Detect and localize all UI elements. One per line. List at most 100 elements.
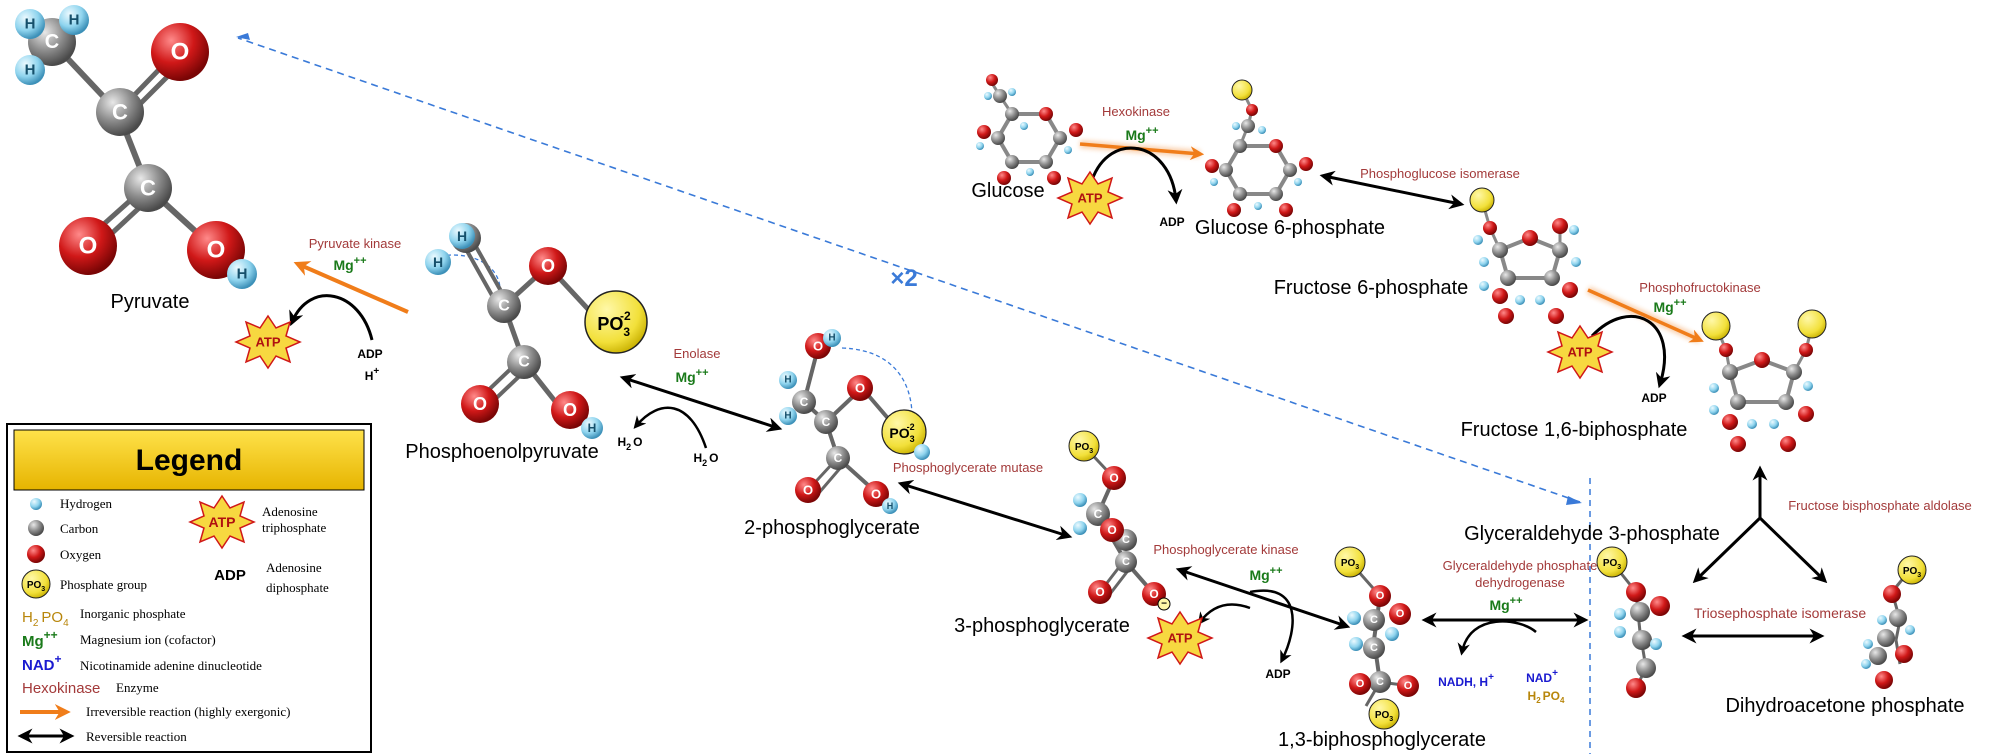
svg-text:PO3: PO3 bbox=[1603, 558, 1621, 571]
enzyme-phosphoglucose-isomerase: Phosphoglucose isomerase bbox=[1360, 166, 1520, 181]
adp-label: ADP bbox=[1641, 391, 1666, 405]
pg3-molecule: PO3 O C C O C O O − bbox=[1068, 430, 1171, 611]
g6p-molecule bbox=[1205, 79, 1313, 217]
enzyme-hexokinase: Hexokinase bbox=[1102, 104, 1170, 119]
svg-text:C: C bbox=[498, 298, 510, 315]
svg-text:C: C bbox=[1370, 642, 1378, 654]
svg-text:H: H bbox=[25, 62, 36, 79]
label-3-phosphoglycerate: 3-phosphoglycerate bbox=[954, 615, 1130, 637]
reaction-phosphoglycerate-mutase: Phosphoglycerate mutase bbox=[893, 460, 1073, 541]
svg-text:O: O bbox=[813, 339, 823, 354]
svg-text:ATP: ATP bbox=[1567, 345, 1592, 360]
label-dihydroxyacetone-phosphate: Dihydroacetone phosphate bbox=[1725, 695, 1964, 717]
atp-burst-pk: ATP bbox=[234, 314, 302, 370]
svg-text:O: O bbox=[1107, 523, 1116, 537]
svg-text:O: O bbox=[541, 256, 555, 276]
legend-title: Legend bbox=[136, 444, 243, 477]
svg-text:O: O bbox=[1109, 471, 1118, 485]
svg-text:O: O bbox=[855, 381, 865, 396]
reaction-phosphofructokinase: Phosphofructokinase Mg++ ADP bbox=[1586, 280, 1761, 405]
nad-label: NAD+ bbox=[1526, 668, 1558, 685]
reaction-pyruvate-kinase: Pyruvate kinase Mg++ ADP H+ bbox=[289, 236, 409, 383]
svg-text:O: O bbox=[171, 39, 190, 66]
label-fructose-6-phosphate: Fructose 6-phosphate bbox=[1274, 277, 1469, 299]
svg-text:O: O bbox=[803, 483, 813, 498]
svg-text:H: H bbox=[784, 411, 791, 422]
legend-mg-symbol: Mg++ bbox=[22, 628, 58, 650]
legend: Legend Hydrogen Carbon Oxygen PO3 Phosph… bbox=[6, 423, 372, 753]
svg-text:O: O bbox=[1376, 590, 1385, 602]
svg-text:H: H bbox=[887, 501, 894, 511]
legend-phosphate: Phosphate group bbox=[60, 577, 147, 592]
legend-inorganic-phosphate: Inorganic phosphate bbox=[80, 606, 186, 621]
reaction-tpi: Triosephosphate isomerase bbox=[1681, 605, 1866, 644]
label-1-3-biphosphoglycerate: 1,3-biphosphoglycerate bbox=[1278, 729, 1486, 751]
svg-text:ATP: ATP bbox=[209, 514, 236, 530]
svg-text:C: C bbox=[834, 451, 843, 465]
enzyme-gapdh-line1: Glyceraldehyde phosphate bbox=[1443, 558, 1598, 573]
atp-burst-pgk: ATP bbox=[1146, 610, 1214, 666]
legend-magnesium: Magnesium ion (cofactor) bbox=[80, 632, 216, 647]
mg-label: Mg++ bbox=[1653, 297, 1686, 315]
label-2-phosphoglycerate: 2-phosphoglycerate bbox=[744, 517, 920, 539]
enzyme-phosphoglycerate-mutase: Phosphoglycerate mutase bbox=[893, 460, 1043, 475]
legend-adp-symbol: ADP bbox=[214, 567, 246, 584]
svg-text:O: O bbox=[563, 400, 577, 420]
label-glucose: Glucose bbox=[971, 180, 1044, 202]
enzyme-gapdh-line2: dehydrogenase bbox=[1475, 575, 1565, 590]
svg-text:O: O bbox=[1356, 678, 1365, 690]
label-phosphoenolpyruvate: Phosphoenolpyruvate bbox=[405, 441, 598, 463]
h-plus-label: H+ bbox=[365, 366, 380, 383]
legend-oxygen: Oxygen bbox=[60, 547, 102, 562]
adp-label: ADP bbox=[357, 347, 382, 361]
glucose-molecule bbox=[976, 74, 1083, 185]
g3p-molecule: PO3 bbox=[1596, 546, 1670, 698]
legend-nad-symbol: NAD+ bbox=[22, 652, 62, 674]
svg-text:C: C bbox=[800, 395, 809, 409]
legend-enzyme: Enzyme bbox=[116, 680, 159, 695]
reaction-gapdh: Glyceraldehyde phosphate dehydrogenase M… bbox=[1421, 558, 1598, 705]
svg-text:H: H bbox=[784, 375, 791, 386]
svg-text:PO3-2: PO3-2 bbox=[889, 422, 914, 444]
pep-molecule: H H C O PO3-2 C O O H bbox=[425, 223, 648, 439]
svg-text:C: C bbox=[518, 354, 530, 371]
svg-text:O: O bbox=[1396, 608, 1405, 620]
svg-text:H: H bbox=[457, 228, 467, 244]
svg-text:C: C bbox=[140, 176, 156, 201]
adp-label: ADP bbox=[1265, 667, 1290, 681]
mg-label: Mg++ bbox=[1249, 565, 1282, 583]
svg-text:ATP: ATP bbox=[1167, 631, 1192, 646]
atp-burst-pfk: ATP bbox=[1546, 324, 1614, 380]
label-glucose-6-phosphate: Glucose 6-phosphate bbox=[1195, 217, 1385, 239]
enzyme-triosephosphate-isomerase: Triosephosphate isomerase bbox=[1694, 605, 1866, 621]
svg-text:C: C bbox=[1376, 676, 1384, 688]
enzyme-pyruvate-kinase: Pyruvate kinase bbox=[309, 236, 402, 251]
label-glyceraldehyde-3-phosphate: Glyceraldehyde 3-phosphate bbox=[1464, 523, 1720, 545]
svg-text:C: C bbox=[1370, 614, 1378, 626]
svg-text:C: C bbox=[822, 415, 831, 429]
legend-adp-line1: Adenosine bbox=[266, 560, 322, 575]
svg-text:PO3: PO3 bbox=[1375, 710, 1393, 723]
mg-label: Mg++ bbox=[1489, 595, 1522, 613]
times-two-arrow: ×2 bbox=[236, 33, 1582, 505]
svg-text:O: O bbox=[79, 233, 98, 260]
svg-text:H: H bbox=[433, 254, 443, 270]
svg-text:ATP: ATP bbox=[1077, 191, 1102, 206]
bpg-molecule: PO3 O C C O C O O PO3 bbox=[1334, 546, 1419, 730]
mg-label: Mg++ bbox=[675, 367, 708, 385]
legend-adp-line2: diphosphate bbox=[266, 580, 329, 595]
legend-atp-line1: Adenosine bbox=[262, 504, 318, 519]
mg-label: Mg++ bbox=[1125, 125, 1158, 143]
f6p-molecule bbox=[1469, 187, 1581, 324]
pg2-molecule: C H H O H C O PO3-2 C O O H bbox=[779, 329, 930, 514]
svg-text:PO3-2: PO3-2 bbox=[597, 309, 631, 339]
svg-text:H: H bbox=[828, 333, 835, 344]
svg-text:PO3: PO3 bbox=[27, 580, 45, 593]
svg-text:C: C bbox=[1122, 534, 1130, 546]
svg-text:PO3: PO3 bbox=[1903, 566, 1921, 579]
